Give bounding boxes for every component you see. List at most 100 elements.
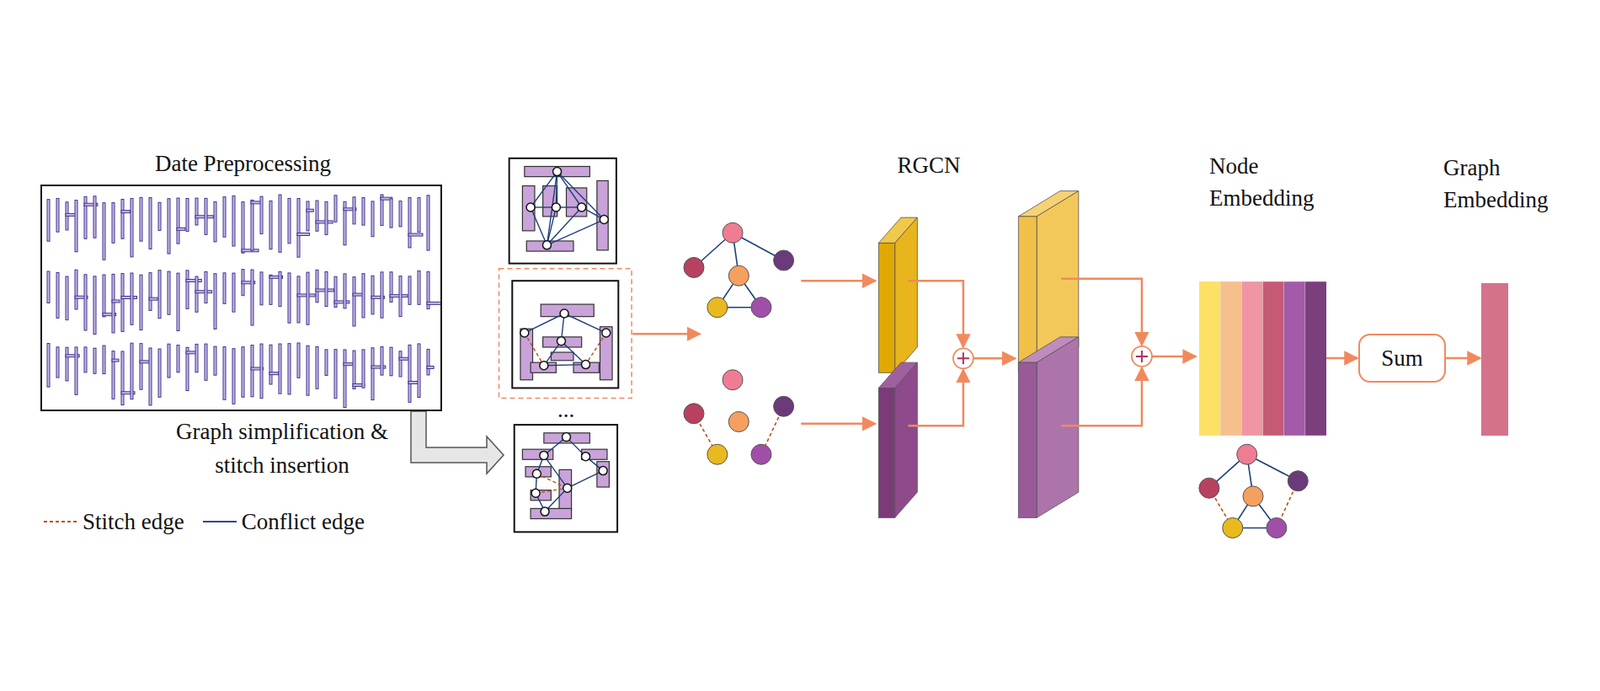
rgcn-layer — [878, 217, 918, 373]
legend-item: Conflict edge — [201, 505, 365, 538]
layout-graph — [514, 424, 618, 532]
conflict-edge — [530, 207, 547, 246]
plus-circle — [1131, 346, 1152, 367]
layout-wire — [306, 208, 314, 212]
layout-wire — [149, 272, 152, 311]
layout-shape — [522, 448, 553, 459]
flow-line — [1152, 355, 1196, 358]
layout-wire — [176, 345, 180, 373]
layout-wire — [176, 227, 186, 230]
sum-operator — [953, 347, 974, 368]
embedded-graph — [1199, 443, 1308, 538]
graph-node — [722, 222, 743, 243]
layout-wire — [158, 202, 161, 230]
layout-shape — [530, 507, 571, 518]
layout-wire — [306, 272, 310, 325]
flow-arrow — [632, 332, 700, 336]
layout-wire — [269, 274, 272, 304]
graph-node — [728, 410, 749, 432]
embedding-stripe — [1220, 281, 1243, 436]
layout-wire — [426, 348, 430, 375]
flow-line — [800, 422, 875, 426]
layout-wire — [232, 272, 235, 312]
layout-wire — [112, 202, 115, 244]
layout-wire — [195, 276, 198, 312]
layout-wire — [47, 271, 50, 303]
flow-line — [907, 280, 963, 347]
graph-node — [707, 443, 728, 464]
graph-vertex — [602, 328, 611, 337]
rgcn-layer — [1018, 336, 1078, 518]
conflict-edge — [567, 470, 603, 489]
graph-vertex — [542, 240, 551, 250]
layout-wire — [334, 349, 337, 399]
graph-node — [1266, 517, 1287, 538]
layout-wire — [213, 346, 217, 375]
layout-wire — [121, 199, 124, 240]
layout-wire — [352, 197, 356, 224]
graph-vertex — [563, 483, 572, 492]
layout-wire — [315, 220, 333, 224]
conflict-edge — [557, 171, 582, 208]
layout-wire — [288, 272, 291, 323]
layout-wire — [269, 344, 272, 384]
layout-wire — [371, 347, 374, 400]
graph-vertex — [560, 309, 569, 318]
layout-wire — [325, 272, 328, 307]
layout-wire — [371, 275, 374, 315]
layout-wire — [158, 270, 161, 319]
layout-wire — [399, 357, 409, 360]
layout-wire — [399, 351, 402, 377]
ellipsis: ... — [544, 392, 587, 427]
layout-wire — [204, 343, 208, 380]
embedding-stripe — [1199, 281, 1222, 436]
node-embedding: Node Embedding — [1199, 281, 1327, 436]
layout-wire — [84, 346, 87, 373]
graph-node — [751, 297, 772, 318]
layout-wire — [278, 343, 282, 394]
layout-wire — [139, 343, 143, 390]
module-label: RGCN — [875, 148, 982, 182]
plus-sign — [957, 352, 970, 364]
layout-shape — [597, 180, 608, 250]
sum-box: Sum — [1358, 333, 1446, 383]
layout-wire — [232, 195, 235, 246]
layout-wire — [176, 272, 180, 331]
graph-frame — [512, 280, 619, 388]
graph-vertex — [581, 452, 591, 461]
layout-wire — [213, 201, 217, 242]
graph-node — [1222, 517, 1243, 538]
layout-wire — [288, 343, 291, 395]
graph-vertex — [539, 450, 549, 459]
layout-wire — [195, 290, 213, 294]
graph-node — [722, 369, 743, 390]
layer-side — [1036, 336, 1079, 518]
layout-wire — [343, 349, 347, 408]
graph-node — [683, 403, 704, 424]
layout-wire — [426, 301, 441, 304]
layout-wire — [399, 201, 402, 227]
layout-wire — [250, 199, 254, 251]
layout-wire — [362, 273, 365, 318]
graph-embedding: Graph Embedding — [1481, 282, 1509, 436]
layout-wire — [74, 200, 78, 252]
layout-wire — [121, 351, 124, 406]
graph-vertex — [553, 167, 562, 176]
layout-wire — [371, 201, 374, 237]
layer-front — [1018, 362, 1037, 518]
layout-panel: Date Preprocessing — [40, 184, 443, 411]
layout-wire — [65, 346, 69, 381]
layout-wire — [260, 196, 263, 234]
layout-wire — [149, 347, 152, 406]
graph-vertex — [562, 432, 571, 442]
stitch-sample — [43, 520, 78, 523]
layout-wire — [112, 351, 115, 400]
layout-wire — [139, 197, 143, 241]
graph-node — [773, 395, 795, 416]
layout-shape — [522, 186, 535, 231]
illustration — [410, 158, 1308, 539]
layout-wire — [121, 296, 138, 299]
stitch-edge — [536, 473, 567, 488]
layout-wire — [297, 232, 310, 235]
relation-graph-conflict — [683, 222, 795, 317]
